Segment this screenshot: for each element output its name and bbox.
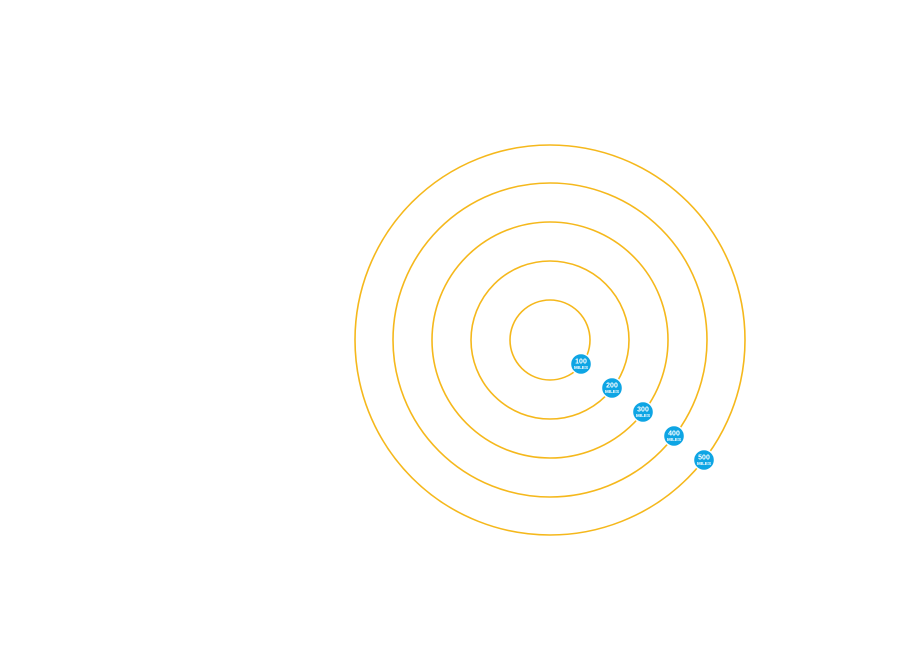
badge-unit-label: MILES — [574, 365, 588, 370]
badge-circle — [631, 400, 655, 424]
badge-circle — [692, 448, 716, 472]
badge-miles-value: 200 — [606, 383, 618, 390]
badge-miles-value: 100 — [575, 359, 587, 366]
ring-400-miles — [392, 182, 708, 498]
badge-circle — [569, 352, 593, 376]
badge-miles-value: 400 — [668, 431, 680, 438]
badge-miles-value: 300 — [637, 407, 649, 414]
ring-300-miles — [431, 221, 669, 459]
badge-unit-label: MILES — [636, 413, 650, 418]
badge-miles-value: 500 — [698, 455, 710, 462]
badge-circle — [600, 376, 624, 400]
ring-500-miles — [354, 144, 746, 536]
badge-unit-label: MILES — [667, 437, 681, 442]
ring-200-miles — [470, 260, 630, 420]
badge-unit-label: MILES — [697, 461, 711, 466]
badge-circle — [662, 424, 686, 448]
badge-unit-label: MILES — [605, 389, 619, 394]
rings-group — [354, 144, 746, 536]
ring-100-miles — [509, 299, 591, 381]
